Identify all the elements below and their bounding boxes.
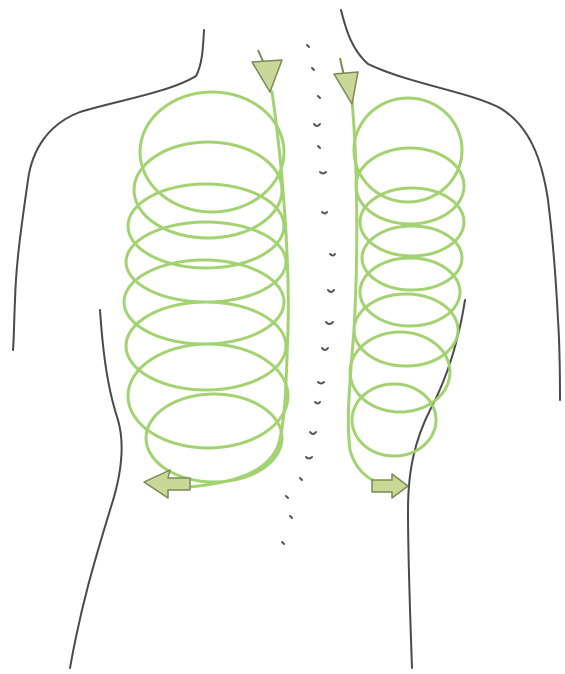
vertebra-mark	[322, 212, 327, 214]
right-spiral-loop	[354, 294, 458, 366]
vertebra-mark	[330, 254, 335, 256]
vertebra-mark	[326, 322, 333, 324]
vertebra-mark	[307, 45, 309, 47]
vertebra-mark	[286, 496, 288, 498]
arrow-left-icon	[144, 470, 190, 498]
right-spiral-loop	[352, 384, 436, 456]
left-spiral-loop	[128, 344, 288, 448]
right-torso-outline	[408, 300, 465, 668]
vertebra-mark	[315, 402, 320, 404]
left-torso-outline	[70, 310, 122, 668]
left-spiral-loop	[126, 222, 286, 302]
vertebra-mark	[318, 96, 320, 98]
left-spiral-loop	[126, 302, 286, 390]
vertebra-mark	[328, 290, 334, 292]
right-spiral-loop	[350, 332, 450, 412]
left-spiral-loop	[128, 184, 284, 268]
vertebra-mark	[282, 542, 284, 544]
vertebra-mark	[300, 478, 302, 480]
neck-right-outline	[341, 10, 560, 400]
neck-left-outline	[13, 30, 204, 350]
vertebra-mark	[320, 172, 326, 174]
vertebra-mark	[310, 432, 316, 434]
vertebra-mark	[306, 457, 312, 459]
right-spiral-loop	[360, 258, 460, 326]
spine	[282, 45, 335, 544]
arrow-right-icon	[372, 474, 408, 498]
right-spiral	[348, 98, 464, 486]
vertebra-mark	[314, 124, 320, 126]
vertebra-mark	[318, 382, 324, 384]
vertebra-mark	[322, 348, 328, 350]
vertebra-mark	[318, 146, 320, 148]
arrow-down-icon	[334, 58, 358, 104]
left-spiral	[124, 92, 288, 488]
right-spiral-loop	[360, 188, 464, 256]
left-spiral-loop	[146, 394, 282, 482]
vertebra-mark	[290, 516, 292, 518]
vertebra-mark	[312, 68, 314, 70]
arrow-down-icon	[252, 50, 282, 92]
right-spiral-loop	[354, 98, 462, 202]
